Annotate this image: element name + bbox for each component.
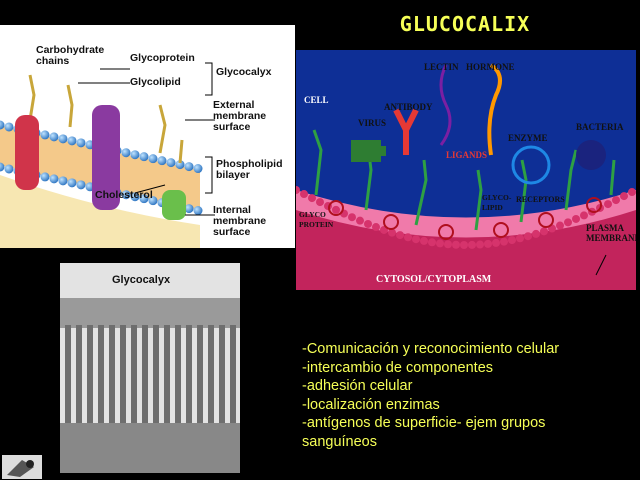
bullet-item: -Comunicación y reconocimiento celular (302, 341, 560, 357)
bullet-item: -antígenos de superficie- ejem grupos (302, 415, 546, 431)
label-bacteria: BACTERIA (576, 122, 624, 132)
membrane-diagram: Carbohydrate chains Glycoprotein Glycoli… (0, 25, 295, 248)
micrograph-texture (60, 263, 240, 473)
label-glycolipid: Glycolipid (130, 76, 181, 88)
label-enzyme: ENZYME (508, 133, 548, 143)
cell-surface-diagram: CELL LECTIN HORMONE ANTIBODY VIRUS LIGAN… (296, 50, 636, 290)
label-hormone: HORMONE (466, 62, 515, 72)
label-external-surface: External membrane surface (213, 99, 267, 133)
label-glycolipid-small: GLYCO- LIPID (482, 193, 512, 212)
label-cell: CELL (304, 95, 329, 105)
slide-title: GLUCOCALIX (399, 12, 531, 36)
label-glycoprotein-small: GLYCO PROTEIN (299, 210, 334, 229)
integral-protein-left (15, 115, 39, 190)
bullet-item: -localización enzimas (302, 396, 440, 413)
microscope-logo-icon (2, 455, 42, 479)
label-plasma-membrane: PLASMA MEMBRANE (586, 223, 636, 243)
membrane-illustration (0, 62, 215, 248)
label-ligands: LIGANDS (446, 150, 488, 160)
label-virus: VIRUS (358, 118, 387, 128)
bullet-item: -adhesión celular (302, 378, 413, 394)
label-internal-surface: Internal membrane surface (213, 204, 267, 238)
glycoprotein-shape (92, 105, 120, 210)
label-micrograph-glycocalyx: Glycocalyx (112, 274, 171, 286)
label-phospholipid-bilayer: Phospholipid bilayer (216, 158, 283, 181)
label-antibody: ANTIBODY (384, 102, 433, 112)
membrane-lipid-heads (296, 186, 636, 249)
label-cytosol: CYTOSOL/CYTOPLASM (376, 274, 492, 285)
label-carbohydrate-chains: Carbohydrate chains (36, 44, 105, 67)
label-lectin: LECTIN (424, 62, 459, 72)
micrograph-image: Glycocalyx (60, 263, 240, 473)
label-receptors: RECEPTORS (516, 195, 565, 204)
label-glycocalyx: Glycocalyx (216, 66, 272, 78)
cell-surface-illustration (296, 50, 636, 290)
bullet-item: -intercambio de componentes (302, 359, 494, 376)
bullet-item: sanguíneos (302, 433, 377, 450)
function-list: -Comunicación y reconocimiento celular -… (302, 340, 632, 451)
label-cholesterol: Cholesterol (95, 189, 153, 201)
cholesterol-shape (162, 190, 186, 220)
label-glycoprotein: Glycoprotein (130, 52, 195, 64)
